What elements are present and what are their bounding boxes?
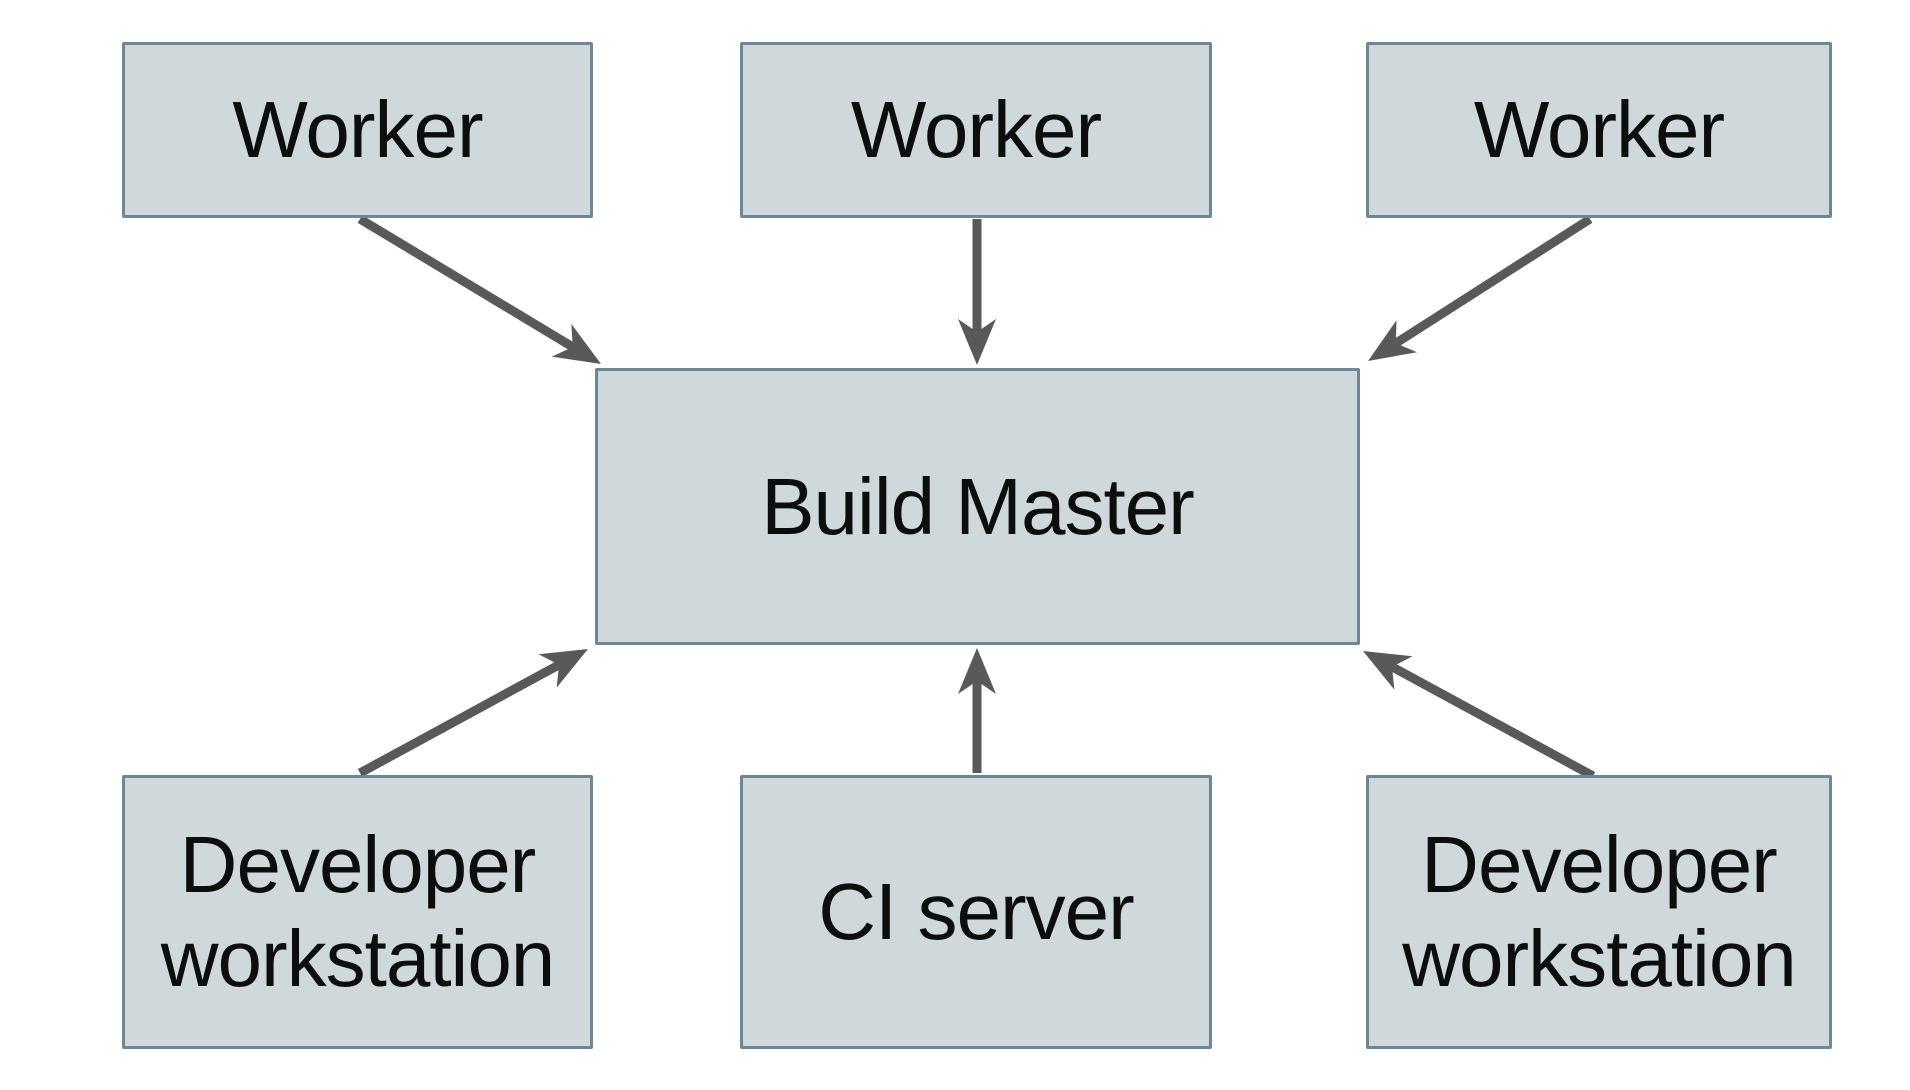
node-worker-3[interactable]: Worker bbox=[1366, 42, 1832, 218]
node-developer-workstation-left-label: Developer workstation bbox=[160, 820, 556, 1003]
node-build-master[interactable]: Build Master bbox=[595, 368, 1360, 645]
node-developer-workstation-left[interactable]: Developer workstation bbox=[122, 775, 593, 1049]
node-worker-3-label: Worker bbox=[1473, 85, 1725, 175]
node-ci-server[interactable]: CI server bbox=[740, 775, 1212, 1049]
node-worker-1[interactable]: Worker bbox=[122, 42, 593, 218]
node-developer-workstation-right-label: Developer workstation bbox=[1402, 820, 1797, 1003]
node-ci-server-label: CI server bbox=[818, 867, 1134, 957]
node-worker-1-label: Worker bbox=[232, 85, 483, 175]
node-worker-2-label: Worker bbox=[850, 85, 1102, 175]
node-worker-2[interactable]: Worker bbox=[740, 42, 1212, 218]
node-developer-workstation-right[interactable]: Developer workstation bbox=[1366, 775, 1832, 1049]
node-build-master-label: Build Master bbox=[761, 461, 1195, 551]
